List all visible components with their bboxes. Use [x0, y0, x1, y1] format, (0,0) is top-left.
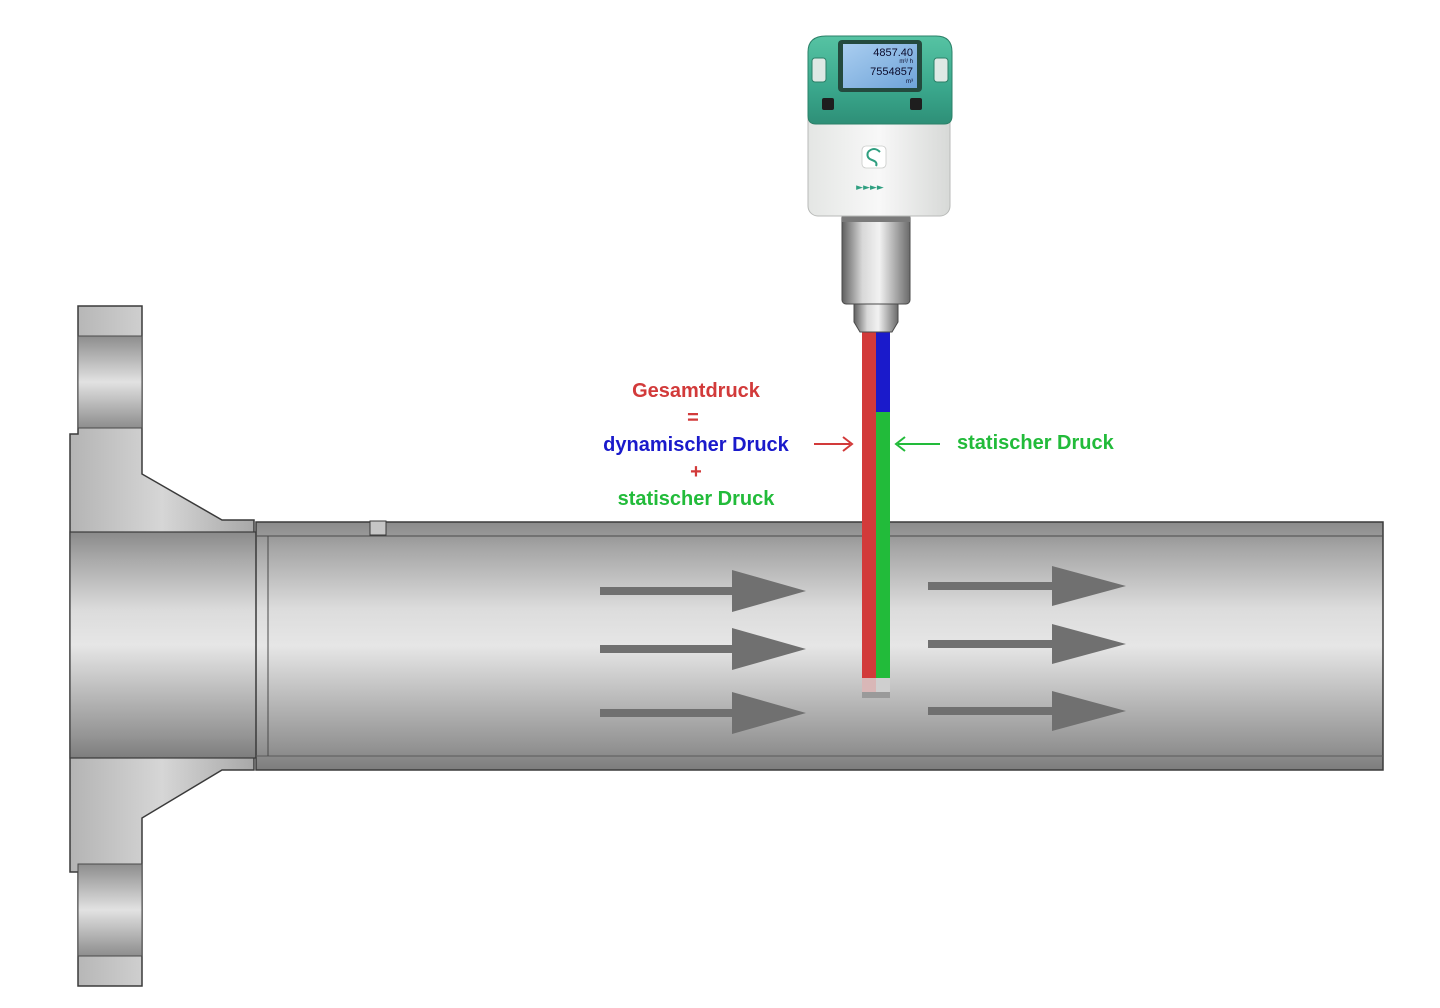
right-arrow-icon	[814, 436, 854, 452]
right-arrow-icon	[600, 692, 806, 734]
pipe-flange	[69, 305, 267, 987]
label-plus: +	[690, 461, 702, 483]
lcd-total-unit: m³	[906, 79, 913, 85]
device-collar	[853, 299, 899, 333]
direction-marks: ►►►►	[856, 183, 884, 193]
label-static-pressure-left: statischer Druck	[618, 488, 776, 510]
right-arrow-icon	[600, 570, 806, 612]
pipe-fitting-notch	[369, 520, 387, 536]
label-static-pressure-right: statischer Druck	[957, 432, 1115, 454]
pipe	[255, 520, 1384, 771]
right-arrow-icon	[928, 691, 1126, 731]
right-arrow-icon	[928, 624, 1126, 664]
right-arrow-icon	[600, 628, 806, 670]
flange-bore	[69, 531, 267, 759]
label-equals: =	[687, 407, 699, 429]
lcd-flow-value: 4857.40	[873, 47, 913, 59]
probe-rod	[862, 330, 890, 698]
lcd-screen	[843, 44, 917, 88]
flow-meter-device: 4857.40 m³/ h 7554857 m³ ►►►►	[807, 35, 953, 333]
flange-bolt-bottom	[77, 863, 143, 957]
flow-arrows	[600, 566, 1126, 734]
device-stem	[841, 213, 911, 305]
label-total-pressure: Gesamtdruck	[632, 380, 761, 402]
left-arrow-icon	[894, 436, 940, 452]
pressure-labels: Gesamtdruck = dynamischer Druck + statis…	[603, 380, 1114, 510]
lcd-total-value: 7554857	[870, 66, 913, 78]
right-arrow-icon	[928, 566, 1126, 606]
label-dynamic-pressure: dynamischer Druck	[603, 434, 790, 456]
cs-logo-icon	[861, 145, 887, 169]
flange-bolt-top	[77, 335, 143, 429]
lcd-flow-unit: m³/ h	[899, 59, 913, 65]
